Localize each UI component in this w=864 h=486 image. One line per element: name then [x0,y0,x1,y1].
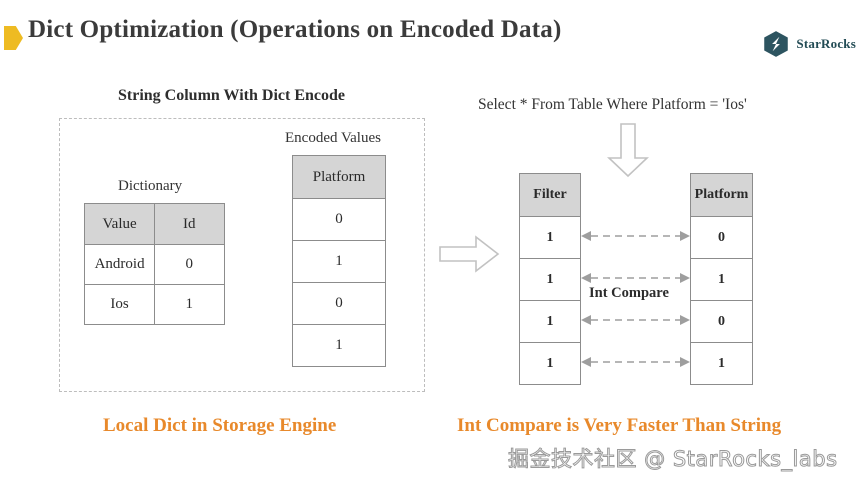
table-row: 1 [520,216,580,258]
table-row: 1 [520,342,580,384]
left-section-heading: String Column With Dict Encode [118,87,345,104]
table-header-row: Filter [520,174,580,216]
dict-id-cell: 0 [154,245,223,284]
table-row: 1 [520,258,580,300]
dictionary-table: Value Id Android 0 Ios 1 [84,203,225,325]
filter-value-cell: 1 [546,313,554,329]
encoded-values-table: Platform 0 1 0 1 [292,155,386,367]
table-row: 1 [691,342,752,384]
left-footnote: Local Dict in Storage Engine [103,415,337,436]
encoded-value-cell: 0 [335,295,343,311]
starrocks-hexagon-logo-icon [764,31,789,57]
brand-name: StarRocks [796,36,856,51]
table-row: Ios 1 [85,284,224,324]
filter-value-cell: 1 [546,355,554,371]
column-header-platform: Platform [694,187,749,202]
filter-table: Filter 1 1 1 1 [519,173,581,385]
column-header-id: Id [154,204,223,244]
encoded-value-cell: 1 [335,253,343,269]
query-text: Select * From Table Where Platform = 'Io… [478,96,747,113]
double-headed-dashed-arrow-icon [581,231,690,367]
table-header-row: Platform [293,156,385,198]
result-platform-table: Platform 0 1 0 1 [690,173,753,385]
table-row: 1 [691,258,752,300]
table-row: 1 [293,240,385,282]
result-value-cell: 1 [718,355,725,371]
right-block-arrow-icon [439,235,500,273]
encoded-value-cell: 0 [335,211,343,227]
result-value-cell: 0 [718,313,725,329]
dict-id-cell: 1 [154,285,223,324]
column-header-value: Value [102,215,137,232]
page-title: Dict Optimization (Operations on Encoded… [28,16,562,43]
dict-value-cell: Android [94,256,145,272]
table-row: Android 0 [85,244,224,284]
int-compare-label: Int Compare [589,285,669,301]
encoded-value-cell: 1 [335,337,343,353]
watermark-text: 掘金技术社区 @ StarRocks_labs [508,447,838,472]
local-dict-panel [59,118,425,392]
dictionary-label: Dictionary [118,178,183,194]
table-row: 0 [293,282,385,324]
table-header-row: Value Id [85,204,224,244]
table-row: 0 [691,216,752,258]
result-value-cell: 0 [718,229,725,245]
column-header-platform: Platform [312,168,366,185]
encoded-values-label: Encoded Values [285,130,381,146]
slide-header: Dict Optimization (Operations on Encoded… [0,16,864,60]
table-header-row: Platform [691,174,752,216]
title-bullet-marker-icon [4,26,23,50]
down-block-arrow-icon [606,123,650,178]
table-row: 1 [293,324,385,366]
brand-logo: StarRocks [762,30,856,58]
filter-value-cell: 1 [546,229,554,245]
table-row: 0 [691,300,752,342]
column-header-filter: Filter [533,187,567,202]
filter-value-cell: 1 [546,271,554,287]
dict-value-cell: Ios [110,296,129,312]
table-row: 0 [293,198,385,240]
right-footnote: Int Compare is Very Faster Than String [457,415,782,436]
table-row: 1 [520,300,580,342]
result-value-cell: 1 [718,271,725,287]
